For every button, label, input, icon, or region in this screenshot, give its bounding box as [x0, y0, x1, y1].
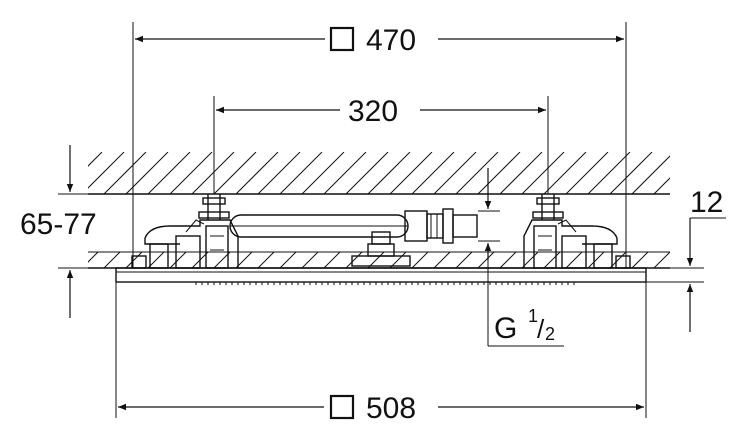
hatch-stroke	[499, 252, 517, 268]
hatch-stroke	[653, 177, 670, 194]
hatch-stroke	[169, 152, 213, 194]
dimension-508-label: 508	[366, 392, 416, 425]
ceiling-hatch	[88, 152, 670, 194]
hatch-stroke	[125, 252, 143, 268]
hatch-stroke	[345, 252, 363, 268]
dimension-12: 12	[686, 186, 726, 332]
thread-label: G	[494, 312, 517, 345]
square-dimension-icon	[329, 394, 355, 420]
hatch-stroke	[609, 152, 653, 194]
hatch-stroke	[213, 152, 257, 194]
hatch-stroke	[477, 252, 495, 268]
hatch-stroke	[323, 152, 367, 194]
hatch-stroke	[235, 152, 279, 194]
thread-fraction-numerator: 1	[528, 306, 538, 326]
hatch-stroke	[60, 252, 76, 268]
hatch-stroke	[477, 152, 521, 194]
hatch-stroke	[301, 152, 345, 194]
hatch-stroke	[301, 252, 319, 268]
dimension-320: 320	[216, 95, 546, 128]
hatch-stroke	[88, 152, 103, 167]
hatch-stroke	[125, 152, 169, 194]
hatch-stroke	[103, 252, 121, 268]
hatch-stroke	[279, 252, 297, 268]
dimension-12-label: 12	[690, 186, 723, 219]
dimension-470: 470	[135, 24, 624, 57]
hatch-stroke	[147, 152, 191, 194]
center-valve	[351, 231, 411, 267]
dimension-320-label: 320	[348, 95, 398, 128]
hatch-stroke	[169, 252, 187, 268]
hatch-stroke	[587, 252, 605, 268]
hatch-stroke	[631, 252, 649, 268]
hatch-stroke	[565, 252, 583, 268]
hatch-stroke	[499, 152, 543, 194]
hatch-stroke	[565, 152, 609, 194]
thread-fraction-denominator: 2	[545, 324, 555, 344]
hatch-stroke	[698, 252, 714, 268]
ceiling-plate-hatch	[60, 252, 714, 268]
hatch-stroke	[191, 152, 235, 194]
hatch-stroke	[88, 252, 99, 263]
hatch-stroke	[411, 252, 429, 268]
hatch-stroke	[411, 152, 455, 194]
hatch-stroke	[631, 155, 670, 194]
hatch-stroke	[279, 152, 323, 194]
hatch-stroke	[88, 152, 125, 189]
hatch-stroke	[543, 152, 587, 194]
hatch-stroke	[367, 152, 411, 194]
dimension-508: 508	[118, 392, 644, 425]
dimension-65-77: 65-77	[20, 145, 97, 318]
dimension-65-77-label: 65-77	[20, 208, 97, 241]
thread-fraction-slash: /	[537, 314, 545, 344]
hatch-stroke	[433, 152, 477, 194]
hatch-stroke	[587, 152, 631, 194]
hatch-stroke	[653, 252, 670, 268]
thread-callout: G 1 / 2	[484, 168, 564, 347]
right-mounting-bracket	[523, 194, 631, 269]
hatch-stroke	[345, 152, 389, 194]
shower-panel	[115, 267, 647, 285]
hatch-stroke	[257, 152, 301, 194]
hatch-stroke	[103, 152, 147, 194]
hatch-stroke	[389, 152, 433, 194]
hatch-stroke	[323, 252, 341, 268]
hatch-stroke	[521, 152, 565, 194]
dimension-470-label: 470	[366, 24, 416, 57]
hatch-stroke	[543, 252, 561, 268]
hatch-stroke	[257, 252, 275, 268]
hatch-stroke	[455, 152, 499, 194]
hatch-stroke	[433, 252, 451, 268]
left-mounting-bracket	[131, 194, 239, 269]
hatch-stroke	[455, 252, 473, 268]
square-dimension-icon	[329, 26, 355, 52]
water-supply-pipe	[229, 208, 478, 244]
